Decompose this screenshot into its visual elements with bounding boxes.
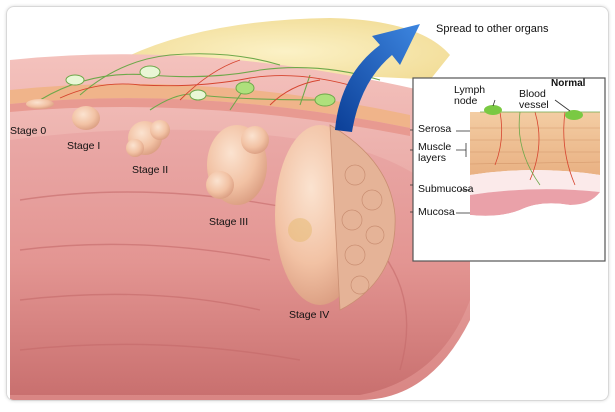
label-stage-3: Stage III — [209, 216, 249, 228]
lymph-nodes — [65, 65, 336, 107]
lymph-vessel-network — [39, 53, 381, 111]
normal-wall-cross-section — [469, 105, 601, 258]
inset-pointer-lines — [410, 99, 571, 214]
tumor-stage-2 — [126, 120, 170, 157]
inset-label-submucosa: Submucosa — [418, 183, 474, 195]
tumor-stage-4 — [275, 124, 396, 311]
label-stage-4: Stage IV — [289, 309, 330, 321]
mucosal-folds — [19, 191, 408, 371]
inset-lymph-node — [484, 105, 502, 115]
inset-label-blood-vessel: Blood vessel — [519, 88, 549, 112]
tumor-stage-3 — [206, 125, 269, 205]
inset-label-mucosa: Mucosa — [418, 206, 455, 218]
label-spread: Spread to other organs — [436, 23, 549, 35]
inset-blood-vessel — [565, 110, 583, 120]
inset-label-lymph-node: Lymph node — [454, 84, 486, 108]
inset-title: Normal — [551, 78, 586, 89]
bowel-wall-section — [10, 83, 410, 128]
inset-label-serosa: Serosa — [418, 123, 452, 135]
blood-vessel-network — [59, 59, 361, 106]
tumor-stage-1 — [72, 106, 100, 130]
spread-arrow — [335, 24, 420, 132]
label-stage-0: Stage 0 — [10, 125, 47, 137]
inset-label-muscle-layers: Muscle layers — [418, 141, 452, 165]
label-stage-1: Stage I — [67, 140, 101, 152]
tumor-stage-0 — [26, 99, 54, 109]
label-stage-2: Stage II — [132, 164, 169, 176]
